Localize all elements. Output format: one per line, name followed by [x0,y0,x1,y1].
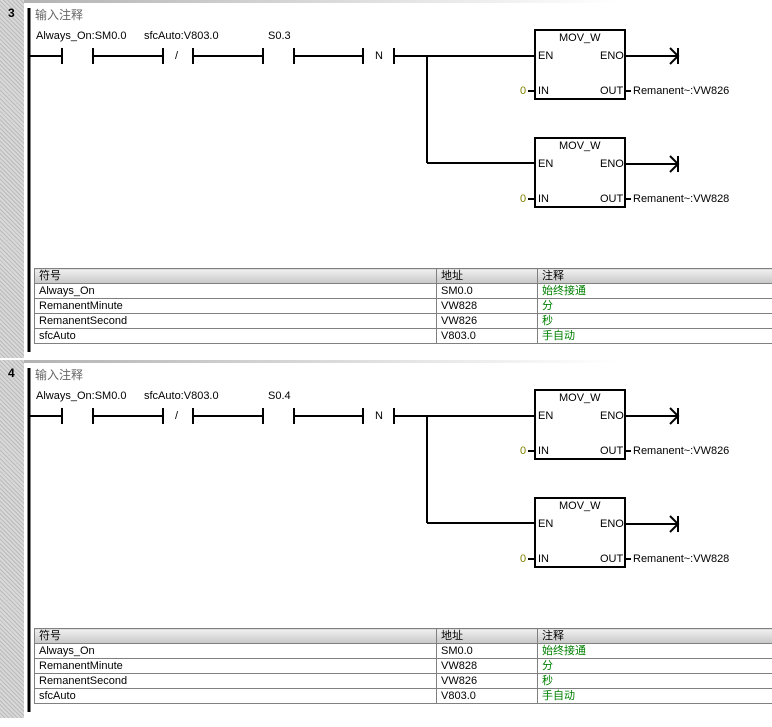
symbol-cell: RemanentSecond [34,673,437,689]
mov-w-box [534,29,626,100]
out-operand[interactable]: Remanent~:VW826 [633,445,730,457]
comment-cell: 秒 [537,313,772,329]
network-number: 4 [8,366,15,380]
mov-w-box [534,389,626,460]
box-out-pin: OUT [600,553,624,565]
comment-cell: 手自动 [537,688,772,704]
box-en-pin: EN [538,518,554,530]
box-in-pin: IN [538,445,549,457]
address-cell: V803.0 [436,688,538,704]
address-cell: VW828 [436,298,538,314]
box-out-pin: OUT [600,193,624,205]
box-title: MOV_W [559,500,601,512]
mov-w-box [534,497,626,568]
address-cell: SM0.0 [436,283,538,299]
comment-cell: 始终接通 [537,643,772,659]
network-number: 3 [8,6,15,20]
symbol-cell: Always_On [34,283,437,299]
symbol-cell: RemanentSecond [34,313,437,329]
box-out-pin: OUT [600,85,624,97]
box-en-pin: EN [538,50,554,62]
ladder-rung [27,368,680,712]
symbol-table-header: 符号地址注释 [34,268,772,284]
box-eno-pin: ENO [600,158,624,170]
box-out-pin: OUT [600,445,624,457]
symbol-cell: sfcAuto [34,328,437,344]
box-eno-pin: ENO [600,518,624,530]
address-cell: VW828 [436,658,538,674]
column-header[interactable]: 地址 [436,268,538,284]
column-header[interactable]: 地址 [436,628,538,644]
contact-label[interactable]: S0.3 [268,30,291,42]
in-constant[interactable]: 0 [520,85,527,97]
box-in-pin: IN [538,193,549,205]
out-operand[interactable]: Remanent~:VW826 [633,85,730,97]
in-constant[interactable]: 0 [520,193,527,205]
comment-cell: 始终接通 [537,283,772,299]
column-header[interactable]: 符号 [34,628,437,644]
in-constant[interactable]: 0 [520,445,527,457]
comment-cell: 手自动 [537,328,772,344]
contact-label[interactable]: sfcAuto:V803.0 [144,30,219,42]
network-comment[interactable]: 输入注释 [35,368,84,382]
not-contact-label: N [375,410,383,422]
box-title: MOV_W [559,140,601,152]
box-in-pin: IN [538,85,549,97]
column-header[interactable]: 符号 [34,268,437,284]
mov-w-box [534,137,626,208]
address-cell: V803.0 [436,328,538,344]
box-title: MOV_W [559,392,601,404]
symbol-cell: RemanentMinute [34,658,437,674]
symbol-cell: Always_On [34,643,437,659]
network-gutter [0,360,24,718]
box-eno-pin: ENO [600,50,624,62]
nc-contact-slash: / [175,50,179,62]
comment-cell: 秒 [537,673,772,689]
network-comment[interactable]: 输入注释 [35,8,84,22]
out-operand[interactable]: Remanent~:VW828 [633,553,730,565]
network-gutter [0,0,24,358]
box-en-pin: EN [538,158,554,170]
nc-contact-slash: / [175,410,179,422]
column-header[interactable]: 注释 [537,628,772,644]
address-cell: VW826 [436,673,538,689]
symbol-table-header: 符号地址注释 [34,628,772,644]
box-eno-pin: ENO [600,410,624,422]
box-title: MOV_W [559,32,601,44]
address-cell: VW826 [436,313,538,329]
box-en-pin: EN [538,410,554,422]
comment-cell: 分 [537,298,772,314]
contact-label[interactable]: sfcAuto:V803.0 [144,390,219,402]
address-cell: SM0.0 [436,643,538,659]
contact-label[interactable]: Always_On:SM0.0 [36,30,127,42]
network-divider [0,360,772,363]
comment-cell: 分 [537,658,772,674]
column-header[interactable]: 注释 [537,268,772,284]
in-constant[interactable]: 0 [520,553,527,565]
ladder-rung [27,8,680,352]
out-operand[interactable]: Remanent~:VW828 [633,193,730,205]
contact-label[interactable]: Always_On:SM0.0 [36,390,127,402]
symbol-cell: sfcAuto [34,688,437,704]
box-in-pin: IN [538,553,549,565]
network-divider [0,0,772,3]
not-contact-label: N [375,50,383,62]
contact-label[interactable]: S0.4 [268,390,291,402]
symbol-cell: RemanentMinute [34,298,437,314]
